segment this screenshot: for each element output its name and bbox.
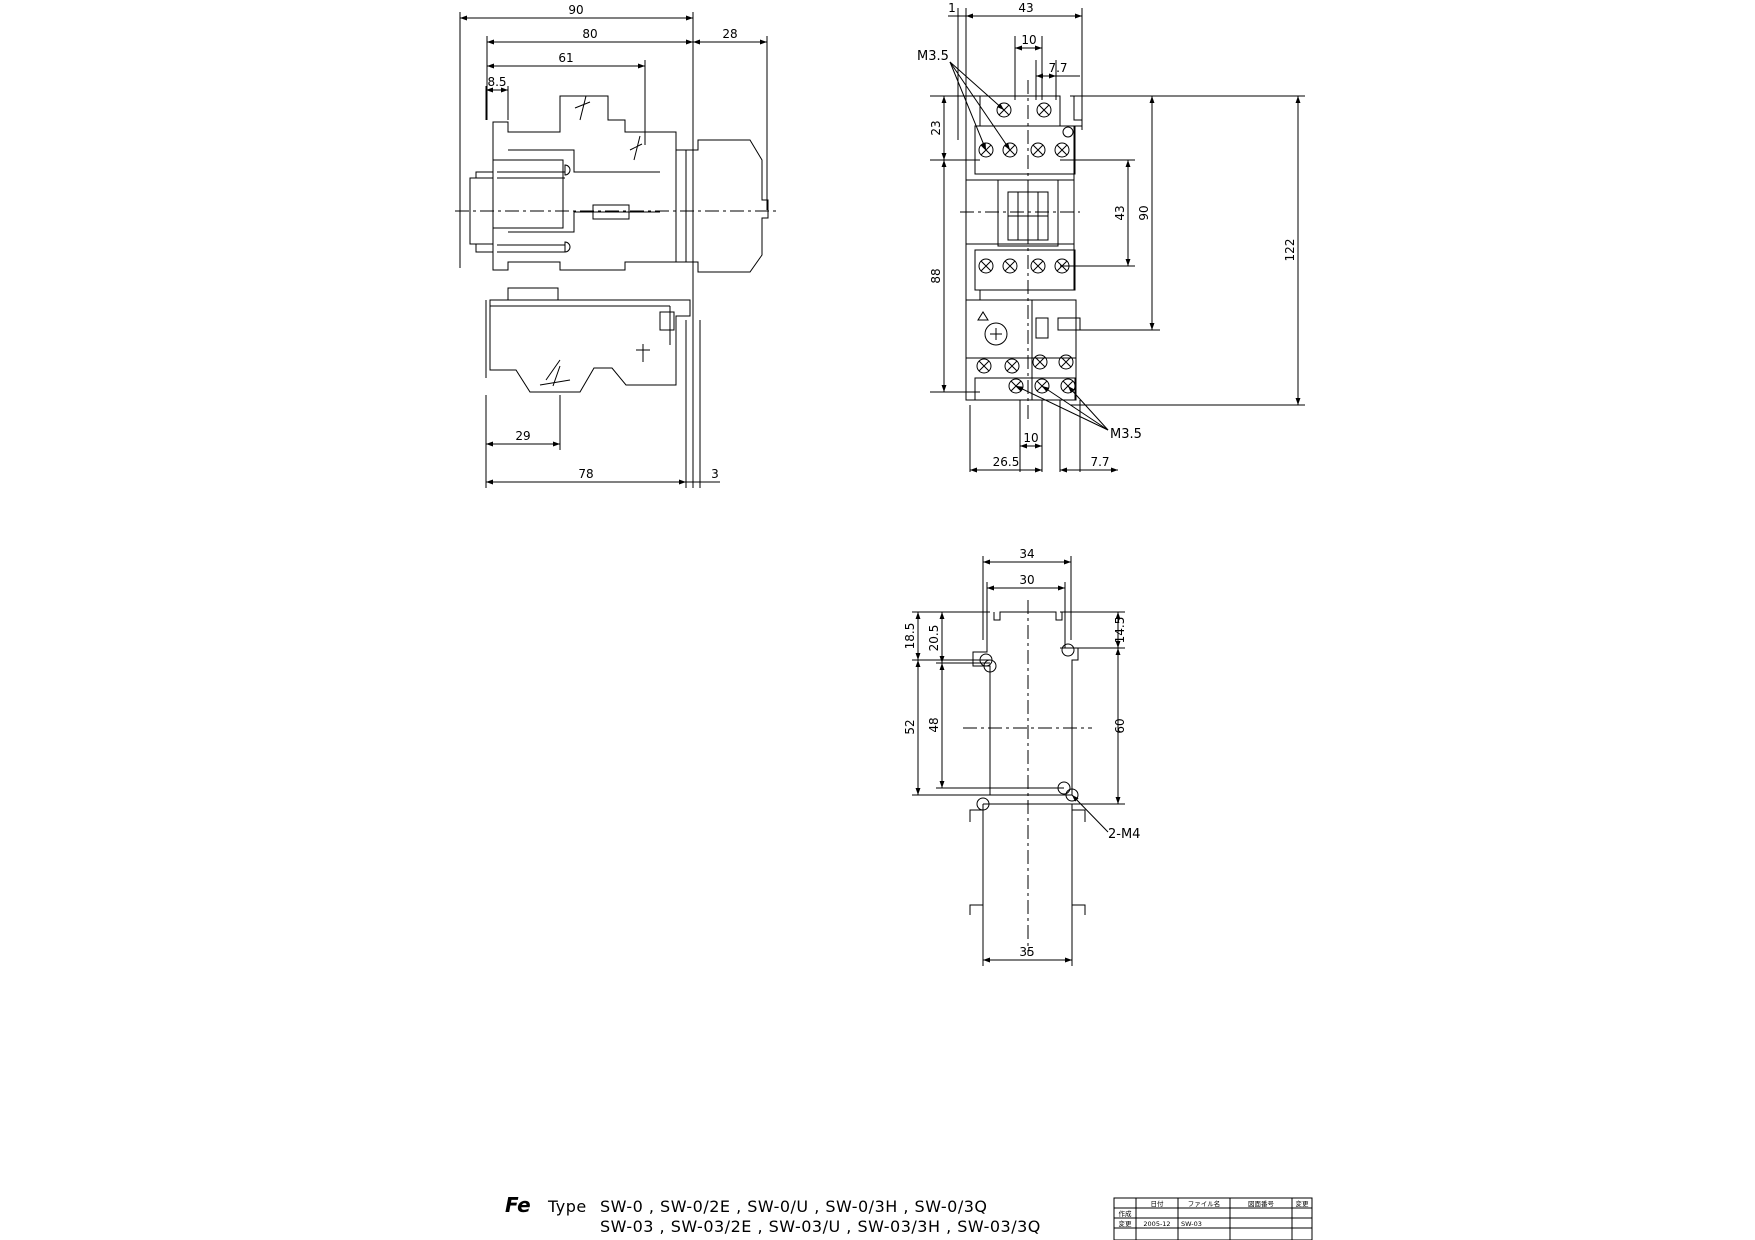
dim-front-88: 88 [929, 268, 943, 283]
front-view [930, 8, 1305, 473]
dim-mount-48: 48 [927, 717, 941, 732]
tb-header-date: 日付 [1151, 1199, 1165, 1208]
tb-row-created: 作成 [1119, 1209, 1133, 1218]
dim-front-1: 1 [948, 1, 956, 15]
dim-mount-34: 34 [1019, 547, 1034, 561]
tb-row-changed: 変更 [1119, 1219, 1133, 1228]
dim-front-43: 43 [1018, 1, 1033, 15]
mount-view [912, 556, 1125, 966]
dim-side-61: 61 [558, 51, 573, 65]
tb-file-value: SW-03 [1181, 1220, 1202, 1228]
mount-view-callouts: 2-M4 [1108, 827, 1140, 842]
dim-front-10-bottom: 10 [1023, 431, 1038, 445]
dim-side-78: 78 [578, 467, 593, 481]
dim-front-7-7-top: 7.7 [1048, 61, 1067, 75]
tb-header-file: ファイル名 [1188, 1199, 1221, 1208]
tb-date-value: 2005-12 [1143, 1220, 1170, 1228]
terminal-screw [1054, 258, 1070, 274]
dim-mount-18-5: 18.5 [903, 623, 917, 650]
dim-mount-35: 35 [1019, 945, 1034, 959]
terminal-screw [1032, 354, 1048, 370]
dim-side-29: 29 [515, 429, 530, 443]
dim-side-3: 3 [711, 467, 719, 481]
dim-mount-60: 60 [1113, 718, 1127, 733]
tb-header-change: 変更 [1296, 1199, 1310, 1208]
terminal-screw [1054, 142, 1070, 158]
callout-m3-5-bottom: M3.5 [1110, 427, 1142, 442]
front-view-callouts: M3.5 M3.5 [917, 49, 1142, 442]
mount-view-dims: 34 30 18.5 20.5 14.5 52 48 60 35 [903, 547, 1127, 959]
dim-mount-20-5: 20.5 [927, 625, 941, 652]
dim-front-23: 23 [929, 120, 943, 135]
dim-front-43-side: 43 [1113, 205, 1127, 220]
dim-mount-14-5: 14.5 [1113, 617, 1127, 644]
dim-front-122: 122 [1283, 239, 1297, 262]
terminal-screw [1002, 258, 1018, 274]
terminal-screw [1030, 142, 1046, 158]
front-view-terminals [976, 102, 1076, 394]
terminal-screw [978, 258, 994, 274]
dim-front-10-top: 10 [1021, 33, 1036, 47]
terminal-screw [1030, 258, 1046, 274]
dim-side-90: 90 [568, 3, 583, 17]
callout-m3-5-top: M3.5 [917, 49, 949, 64]
terminal-screw [1036, 102, 1052, 118]
dim-front-90: 90 [1137, 205, 1151, 220]
type-line-1: SW-0 , SW-0/2E , SW-0/U , SW-0/3H , SW-0… [600, 1197, 987, 1216]
dim-front-26-5: 26.5 [993, 455, 1020, 469]
dim-side-28: 28 [722, 27, 737, 41]
type-caption: Fe Type SW-0 , SW-0/2E , SW-0/U , SW-0/3… [505, 1193, 1041, 1236]
front-view-dims: 1 43 10 7.7 23 88 43 90 122 10 26.5 7.7 [929, 1, 1297, 469]
fuji-logo-icon: Fe [505, 1193, 531, 1217]
title-block [1113, 1197, 1313, 1240]
type-label: Type [547, 1197, 587, 1216]
front-view-leaders [949, 61, 1109, 431]
title-block-text: 日付 ファイル名 図面番号 変更 作成 変更 2005-12 SW-03 [1119, 1199, 1310, 1228]
tb-header-drawing-no: 図面番号 [1248, 1200, 1275, 1208]
dim-mount-52: 52 [903, 719, 917, 734]
side-view-dims: 90 80 61 8.5 28 29 78 3 [487, 3, 737, 481]
type-line-2: SW-03 , SW-03/2E , SW-03/U , SW-03/3H , … [600, 1217, 1041, 1236]
side-view [455, 12, 780, 488]
terminal-screw [976, 358, 992, 374]
terminal-screw [1058, 354, 1074, 370]
terminal-screw [1004, 358, 1020, 374]
dim-side-8-5: 8.5 [487, 75, 506, 89]
dim-side-80: 80 [582, 27, 597, 41]
dim-front-7-7-bottom: 7.7 [1090, 455, 1109, 469]
callout-2-m4: 2-M4 [1108, 827, 1140, 842]
dim-mount-30: 30 [1019, 573, 1034, 587]
